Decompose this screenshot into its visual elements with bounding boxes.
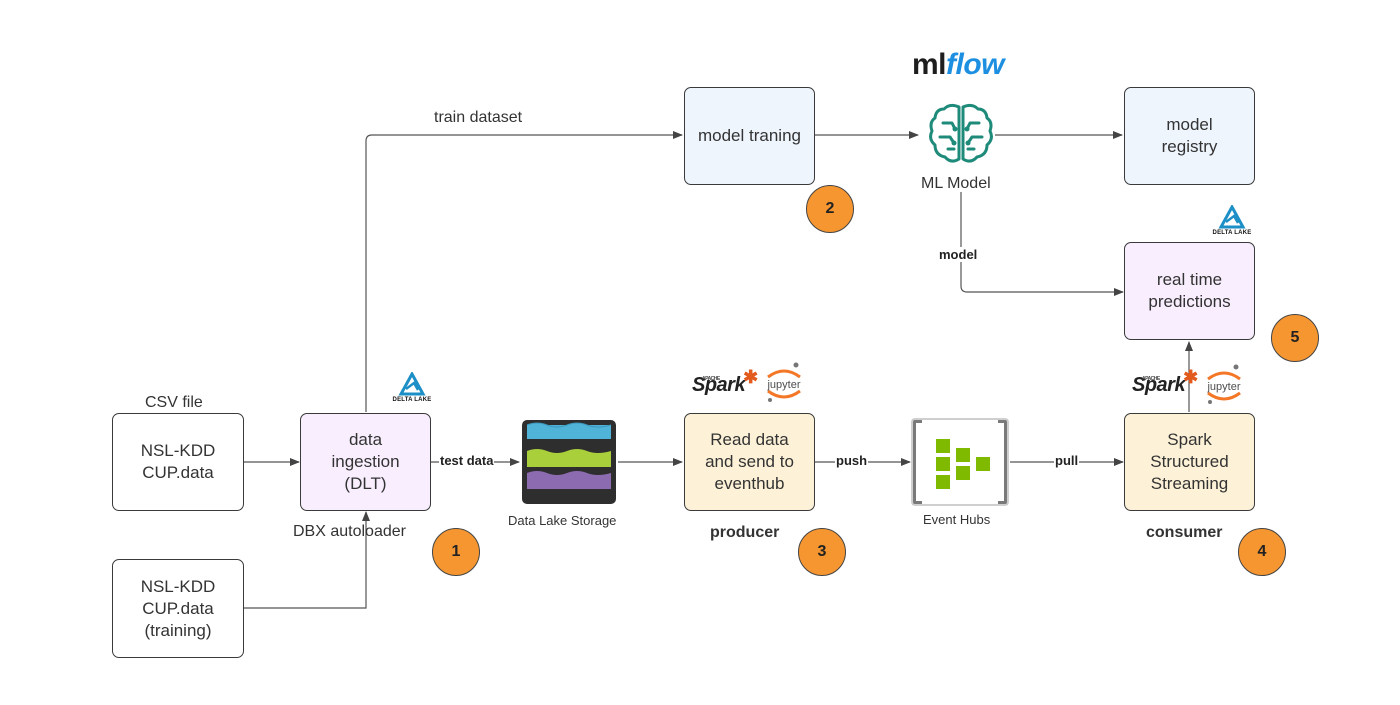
event-hubs-icon	[911, 418, 1009, 506]
badge-5: 5	[1271, 314, 1319, 362]
ingestion-box: data ingestion (DLT)	[300, 413, 431, 511]
delta-lake-icon-predictions: DELTA LAKE	[1212, 203, 1252, 237]
csv-source-label: NSL-KDD CUP.data	[140, 441, 216, 482]
producer-caption: producer	[710, 524, 780, 541]
ingestion-label: data ingestion (DLT)	[331, 430, 400, 493]
spark-logo-text-consumer: Spark	[1132, 374, 1186, 396]
edge-label-push: push	[835, 453, 869, 468]
badge-2: 2	[806, 185, 854, 233]
mlflow-logo: mlflow	[912, 48, 1005, 82]
edge-label-train-dataset: train dataset	[434, 109, 523, 126]
training-label: model traning	[697, 126, 801, 145]
jupyter-logo-text-consumer: jupyter	[1206, 381, 1240, 393]
mlflow-logo-ml: ml	[912, 48, 947, 81]
edge-training-to-ingestion	[244, 511, 370, 609]
badge-4: 4	[1238, 528, 1286, 576]
badge-1: 1	[432, 528, 480, 576]
ml-brain-icon	[929, 103, 993, 163]
delta-lake-icon: DELTA LAKE	[392, 370, 432, 404]
spark-apache-text-consumer: APACHE	[1142, 376, 1160, 382]
badge-3: 3	[798, 528, 846, 576]
registry-label: model registry	[1161, 115, 1218, 156]
producer-label: Read data and send to eventhub	[705, 430, 794, 493]
edge-label-model: model	[938, 247, 979, 262]
ml-model-caption: ML Model	[921, 175, 991, 192]
training-source-label: NSL-KDD CUP.data (training)	[140, 576, 216, 640]
edge-model-to-predictions	[960, 192, 1124, 296]
delta-lake-text: DELTA LAKE	[392, 397, 432, 403]
edge-label-test-data: test data	[439, 453, 495, 468]
storage-caption: Data Lake Storage	[508, 513, 617, 528]
training-box: model traning	[684, 87, 815, 185]
csv-file-caption: CSV file	[145, 394, 203, 411]
ingestion-caption: DBX autoloader	[293, 523, 406, 540]
jupyter-logo-text: jupyter	[766, 379, 800, 391]
csv-source-box: NSL-KDD CUP.data	[112, 413, 244, 511]
registry-box: model registry	[1124, 87, 1255, 185]
training-source-box: NSL-KDD CUP.data (training)	[112, 559, 244, 658]
jupyter-logo: jupyter	[766, 362, 801, 402]
edge-label-pull: pull	[1054, 453, 1080, 468]
spark-logo-text: Spark	[692, 374, 746, 396]
mlflow-logo-flow: flow	[946, 48, 1005, 81]
delta-lake-text-predictions: DELTA LAKE	[1212, 230, 1252, 236]
producer-box: Read data and send to eventhub	[684, 413, 815, 511]
data-lake-storage-icon	[522, 420, 616, 504]
edge-ingestion-to-training	[365, 131, 683, 412]
predictions-box: real time predictions	[1124, 242, 1255, 340]
consumer-caption: consumer	[1146, 524, 1223, 541]
event-hubs-caption: Event Hubs	[923, 512, 991, 527]
consumer-label: Spark Structured Streaming	[1150, 430, 1229, 493]
jupyter-logo-consumer: jupyter	[1206, 364, 1241, 404]
predictions-label: real time predictions	[1148, 270, 1231, 311]
spark-apache-text: APACHE	[702, 376, 720, 382]
consumer-box: Spark Structured Streaming	[1124, 413, 1255, 511]
